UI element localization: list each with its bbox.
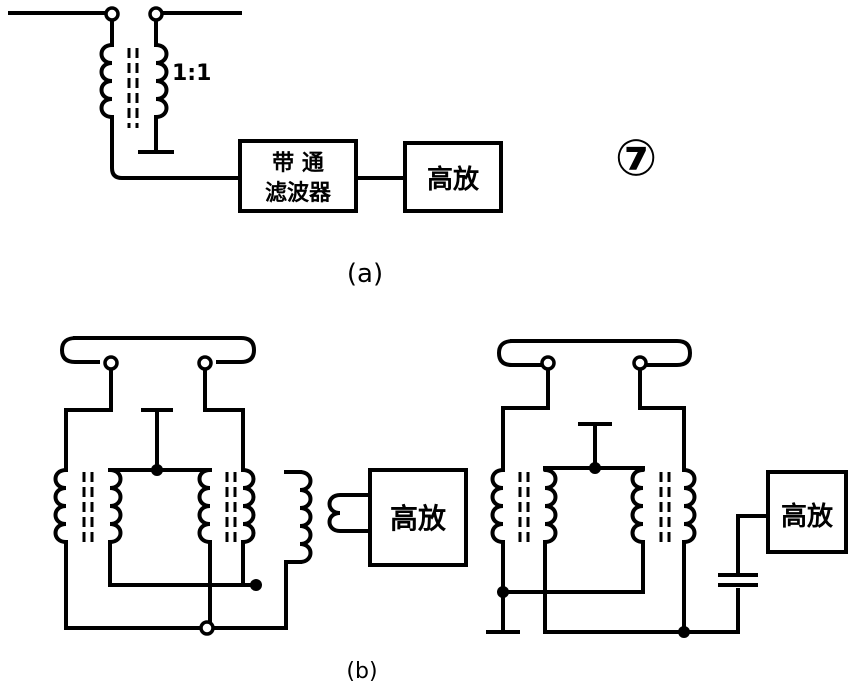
- diagram-a: 1:1 带 通 滤波器 高放 ⑦ (a): [8, 6, 657, 289]
- wire-to-filter: [110, 115, 242, 180]
- coil-br-3: [630, 468, 645, 544]
- rf-amp-block-left: [368, 468, 468, 567]
- coil-br-1: [490, 468, 505, 544]
- diagram-b-right: 高放: [486, 338, 848, 638]
- primary-coil: [99, 43, 114, 119]
- coupling-coil-out: [298, 470, 313, 564]
- folded-dipole-left: [73, 336, 257, 364]
- rf-amp-label-right: 高放: [781, 501, 834, 532]
- transformer-1-1: [99, 43, 169, 128]
- terminal-1: [104, 6, 120, 22]
- rf-amp-block-right: [766, 470, 848, 554]
- terminal-bl-1: [103, 355, 119, 371]
- secondary-coil: [154, 43, 169, 119]
- coil-bl-1: [53, 468, 68, 544]
- rf-amp-block: [403, 141, 503, 213]
- coil-br-4: [682, 468, 697, 544]
- coupling-coil-in: [327, 493, 372, 533]
- rf-amp-label-left: 高放: [390, 502, 447, 535]
- filter-label-line2: 滤波器: [265, 181, 332, 206]
- filter-label-line1: 带 通: [272, 151, 324, 176]
- caption-b: (b): [346, 659, 377, 684]
- coil-br-2: [543, 468, 558, 544]
- diagram-b-left: 高放 (b): [53, 335, 468, 684]
- terminal-bl-2: [197, 355, 213, 371]
- rf-amp-label: 高放: [427, 164, 480, 195]
- coil-bl-2: [108, 468, 123, 544]
- folded-dipole-right: [510, 339, 693, 367]
- terminal-br-1: [540, 355, 556, 371]
- figure-number: ⑦: [615, 129, 657, 187]
- ratio-label: 1:1: [172, 61, 211, 86]
- coil-bl-3: [197, 468, 212, 544]
- terminal-2: [148, 6, 164, 22]
- terminal-br-2: [632, 355, 648, 371]
- caption-a: (a): [347, 259, 383, 289]
- terminal-bl-3: [199, 620, 215, 636]
- coil-bl-4: [241, 468, 256, 544]
